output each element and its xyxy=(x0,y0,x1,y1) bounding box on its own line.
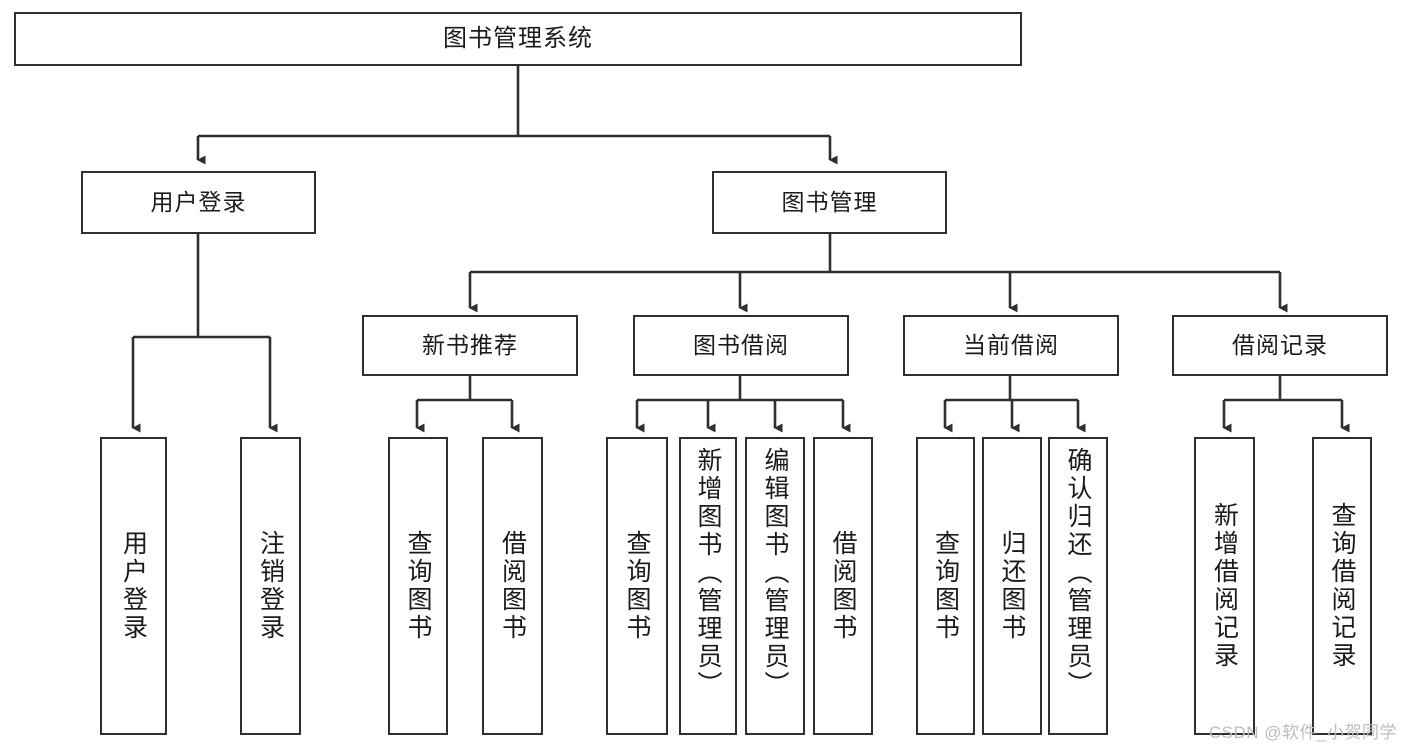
leaf-borrow-book[interactable]: 借阅图书 xyxy=(813,437,873,735)
leaf-return-book[interactable]: 归还图书 xyxy=(982,437,1042,735)
node-label: 归还图书 xyxy=(998,530,1026,642)
leaf-add-borrow-record[interactable]: 新增借阅记录 xyxy=(1194,437,1255,735)
leaf-query-book[interactable]: 查询图书 xyxy=(606,437,668,735)
node-book-management[interactable]: 图书管理 xyxy=(712,171,947,234)
leaf-borrow-book-recommend[interactable]: 借阅图书 xyxy=(482,437,543,735)
leaf-edit-book-admin[interactable]: 编辑图书（管理员） xyxy=(745,437,805,735)
node-label: 用户登录 xyxy=(119,530,148,642)
node-label: 借阅图书 xyxy=(829,530,857,642)
leaf-query-book-current[interactable]: 查询图书 xyxy=(916,437,975,735)
leaf-query-borrow-record[interactable]: 查询借阅记录 xyxy=(1312,437,1372,735)
node-label: 查询图书 xyxy=(404,530,432,642)
node-label: 新书推荐 xyxy=(422,331,518,358)
node-label: 新增图书（管理员） xyxy=(694,447,722,699)
node-label: 图书借阅 xyxy=(693,331,789,358)
node-label: 借阅图书 xyxy=(498,530,527,642)
node-current-borrow[interactable]: 当前借阅 xyxy=(903,315,1119,376)
node-root-system[interactable]: 图书管理系统 xyxy=(14,12,1022,66)
leaf-add-book-admin[interactable]: 新增图书（管理员） xyxy=(679,437,737,735)
node-borrow-record[interactable]: 借阅记录 xyxy=(1172,315,1388,376)
node-user-login[interactable]: 用户登录 xyxy=(81,171,316,234)
leaf-confirm-return-admin[interactable]: 确认归还（管理员） xyxy=(1048,437,1108,735)
node-label: 确认归还（管理员） xyxy=(1064,447,1092,699)
leaf-query-book-recommend[interactable]: 查询图书 xyxy=(388,437,448,735)
leaf-user-login[interactable]: 用户登录 xyxy=(100,437,167,735)
node-new-book-recommend[interactable]: 新书推荐 xyxy=(362,315,578,376)
node-book-borrow[interactable]: 图书借阅 xyxy=(633,315,849,376)
node-label: 查询图书 xyxy=(931,530,960,642)
node-label: 借阅记录 xyxy=(1232,331,1328,358)
csdn-watermark: CSDN @软件_小贺同学 xyxy=(1208,723,1397,742)
node-label: 新增借阅记录 xyxy=(1210,502,1239,670)
leaf-user-logout[interactable]: 注销登录 xyxy=(240,437,301,735)
node-label: 注销登录 xyxy=(256,530,285,642)
node-label: 编辑图书（管理员） xyxy=(761,447,789,699)
node-label: 查询图书 xyxy=(623,530,651,642)
node-label: 当前借阅 xyxy=(963,331,1059,358)
node-label: 图书管理系统 xyxy=(443,24,593,52)
node-label: 图书管理 xyxy=(781,188,878,215)
node-label: 查询借阅记录 xyxy=(1328,502,1356,670)
node-label: 用户登录 xyxy=(150,188,247,215)
